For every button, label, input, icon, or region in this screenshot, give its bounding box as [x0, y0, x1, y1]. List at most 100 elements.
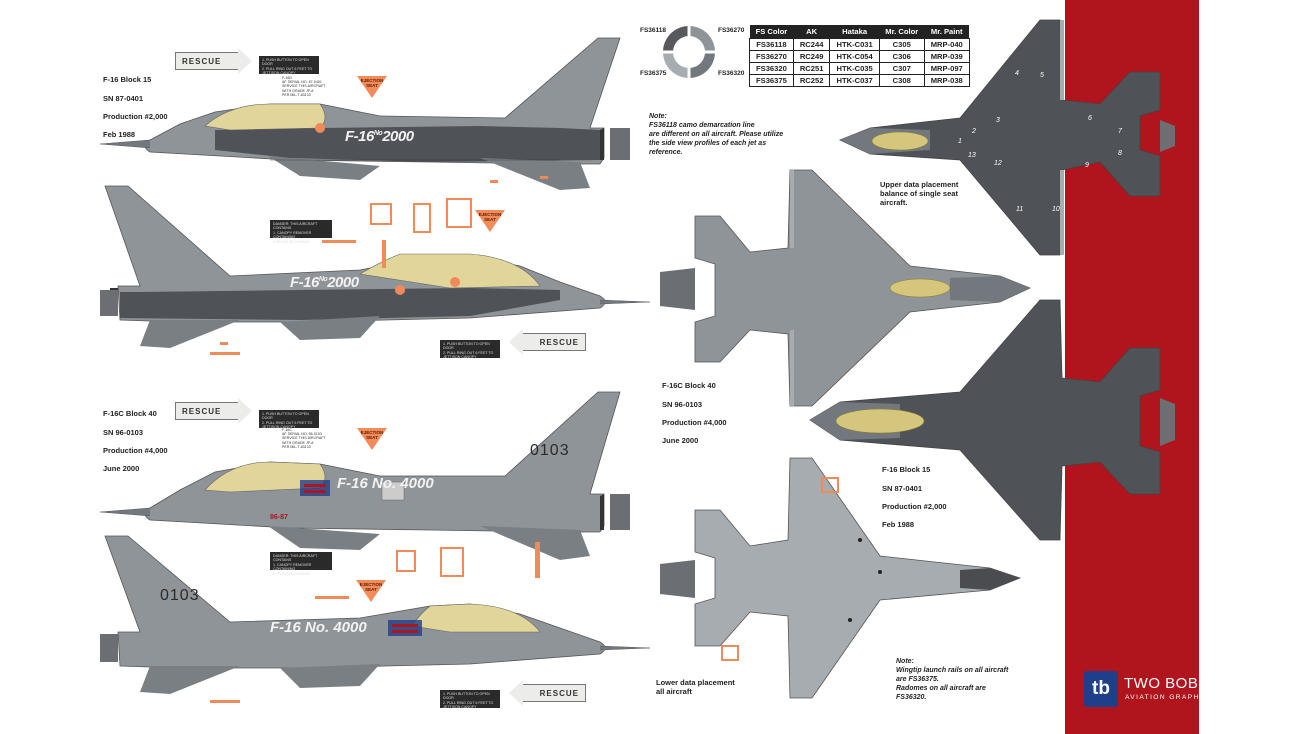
service-stencil: F-16D AF SERIAL NO. 87-0401 SERVICE THIS… [282, 76, 326, 97]
caption-line: F-16C Block 40 [662, 381, 716, 391]
table-cell: RC249 [792, 50, 831, 63]
ejection-seat-warning: EJECTION SEAT [475, 210, 505, 232]
ejection-seat-warning: EJECTION SEAT [356, 580, 386, 602]
caption-line: Production #4,000 [103, 446, 168, 456]
caption-line: June 2000 [103, 464, 140, 474]
rescue-arrow: RESCUE [175, 398, 252, 424]
table-cell: C307 [878, 62, 925, 75]
swatch-label: FS36118 [640, 27, 667, 34]
caption-line: F-16 Block 15 [882, 465, 931, 475]
swatch-label: FS36270 [718, 27, 745, 34]
paint-reference-table: FS Color AK Hataka Mr. Color Mr. Paint F… [749, 25, 970, 87]
decal-number: 7 [1118, 128, 1122, 135]
caption-line: SN 96-0103 [103, 427, 144, 437]
caption-line: SN 96-0103 [662, 399, 703, 409]
ejection-seat-warning: EJECTION SEAT [357, 76, 387, 98]
f16-2000-title: F-16No2000 [290, 274, 359, 291]
decal-number: 8 [1118, 150, 1122, 157]
caption-block40-center: F-16C Block 40 SN 96-0103 Production #4,… [662, 372, 727, 455]
rescue-arrow: RESCUE [509, 329, 586, 355]
table-cell: FS36118 [749, 38, 794, 51]
table-row: FS36375 RC252 HTK-C037 C308 MRP-038 [749, 74, 970, 87]
decal-number: 12 [994, 160, 1002, 167]
table-cell: MRP-038 [923, 74, 970, 87]
decal-number: 4 [1015, 70, 1019, 77]
table-cell: MRP-039 [923, 50, 970, 63]
ejection-seat-warning: EJECTION SEAT [357, 428, 387, 450]
table-cell: FS36375 [749, 74, 794, 87]
caption-block40-left: F-16C Block 40 SN 96-0103 Production #4,… [103, 400, 168, 483]
table-cell: RC244 [792, 38, 831, 51]
upper-data-note: Upper data placement balance of single s… [880, 180, 959, 208]
brand-name: TWO BOBS [1124, 675, 1209, 692]
tail-code: 86-87 [270, 514, 288, 521]
table-cell: RC252 [792, 74, 831, 87]
table-cell: HTK-C054 [829, 50, 880, 63]
decal-number: 13 [968, 152, 976, 159]
top-view-upper-right [838, 19, 1175, 256]
table-header: AK [793, 25, 830, 39]
tail-number: 0103 [530, 442, 570, 459]
orange-marking [322, 240, 356, 243]
table-row: FS36118 RC244 HTK-C031 C305 MRP-040 [749, 38, 970, 51]
table-cell: HTK-C037 [829, 74, 880, 87]
top-view-upper-center [660, 169, 1032, 407]
two-bobs-logo: tb [1084, 671, 1118, 707]
orange-marking [446, 198, 472, 228]
brand-subtitle: AVIATION GRAPHICS [1125, 694, 1215, 701]
table-header: Hataka [829, 25, 880, 39]
decal-number: 9 [1085, 162, 1089, 169]
table-cell: FS36320 [749, 62, 794, 75]
orange-marking [315, 596, 349, 599]
decal-number: 5 [1040, 72, 1044, 79]
caption-line: SN 87-0401 [882, 483, 923, 493]
table-cell: C306 [878, 50, 925, 63]
bottom-view [660, 457, 1022, 699]
decal-number: 2 [972, 128, 976, 135]
table-header-row: FS Color AK Hataka Mr. Color Mr. Paint [749, 25, 970, 39]
caption-line: Feb 1988 [103, 130, 136, 140]
caption-line: SN 87-0401 [103, 93, 144, 103]
service-stencil: F-16C AF SERIAL NO. 96-0103 SERVICE THIS… [282, 428, 326, 449]
rescue-arrow: RESCUE [509, 680, 586, 706]
f16-4000-title: F-16 No. 4000 [270, 619, 367, 636]
decal-number: 1 [958, 138, 962, 145]
decal-number: 11 [1016, 206, 1024, 213]
canopy-stencil: 1. PUSH BUTTON TO OPEN DOOR 2. PULL RING… [259, 56, 319, 75]
caption-line: Feb 1988 [882, 520, 915, 530]
orange-marking [413, 203, 431, 233]
orange-marking [382, 240, 386, 268]
caption-line: F-16 Block 15 [103, 75, 152, 85]
table-row: FS36320 RC251 HTK-C035 C307 MRP-097 [749, 62, 970, 75]
tail-number: 0103 [160, 587, 200, 604]
table-cell: MRP-040 [923, 38, 970, 51]
color-swatch-ring [661, 24, 717, 80]
caption-block15-top: F-16 Block 15 SN 87-0401 Production #2,0… [103, 66, 168, 149]
f16-2000-title: F-16No2000 [345, 128, 414, 145]
table-cell: MRP-097 [923, 62, 970, 75]
table-cell: HTK-C035 [829, 62, 880, 75]
table-cell: HTK-C031 [829, 38, 880, 51]
caption-line: Production #4,000 [662, 418, 727, 428]
side-profile-block40-top [99, 391, 630, 578]
danger-stencil: DANGER: THIS AIRCRAFT CONTAINS 1. CANOPY… [270, 552, 332, 576]
orange-marking [370, 203, 392, 225]
table-cell: RC251 [792, 62, 831, 75]
table-row: FS36270 RC249 HTK-C054 C306 MRP-039 [749, 50, 970, 63]
table-cell: C308 [878, 74, 925, 87]
canopy-stencil: 1. PUSH BUTTON TO OPEN DOOR 2. PULL RING… [440, 340, 500, 359]
canopy-stencil: 1. PUSH BUTTON TO OPEN DOOR 2. PULL RING… [440, 690, 500, 709]
swatch-label: FS36375 [640, 70, 667, 77]
caption-line: Production #2,000 [103, 112, 168, 122]
top-view-upper-right-second [809, 299, 1175, 541]
table-cell: FS36270 [749, 50, 794, 63]
caption-line: F-16C Block 40 [103, 409, 157, 419]
table-cell: C305 [878, 38, 925, 51]
caption-line: Production #2,000 [882, 502, 947, 512]
f16-4000-title: F-16 No. 4000 [337, 475, 434, 492]
danger-stencil: DANGER: THIS AIRCRAFT CONTAINS 1. CANOPY… [270, 220, 332, 244]
lower-data-note: Lower data placement all aircraft [656, 678, 735, 697]
table-header: Mr. Color [879, 25, 925, 39]
